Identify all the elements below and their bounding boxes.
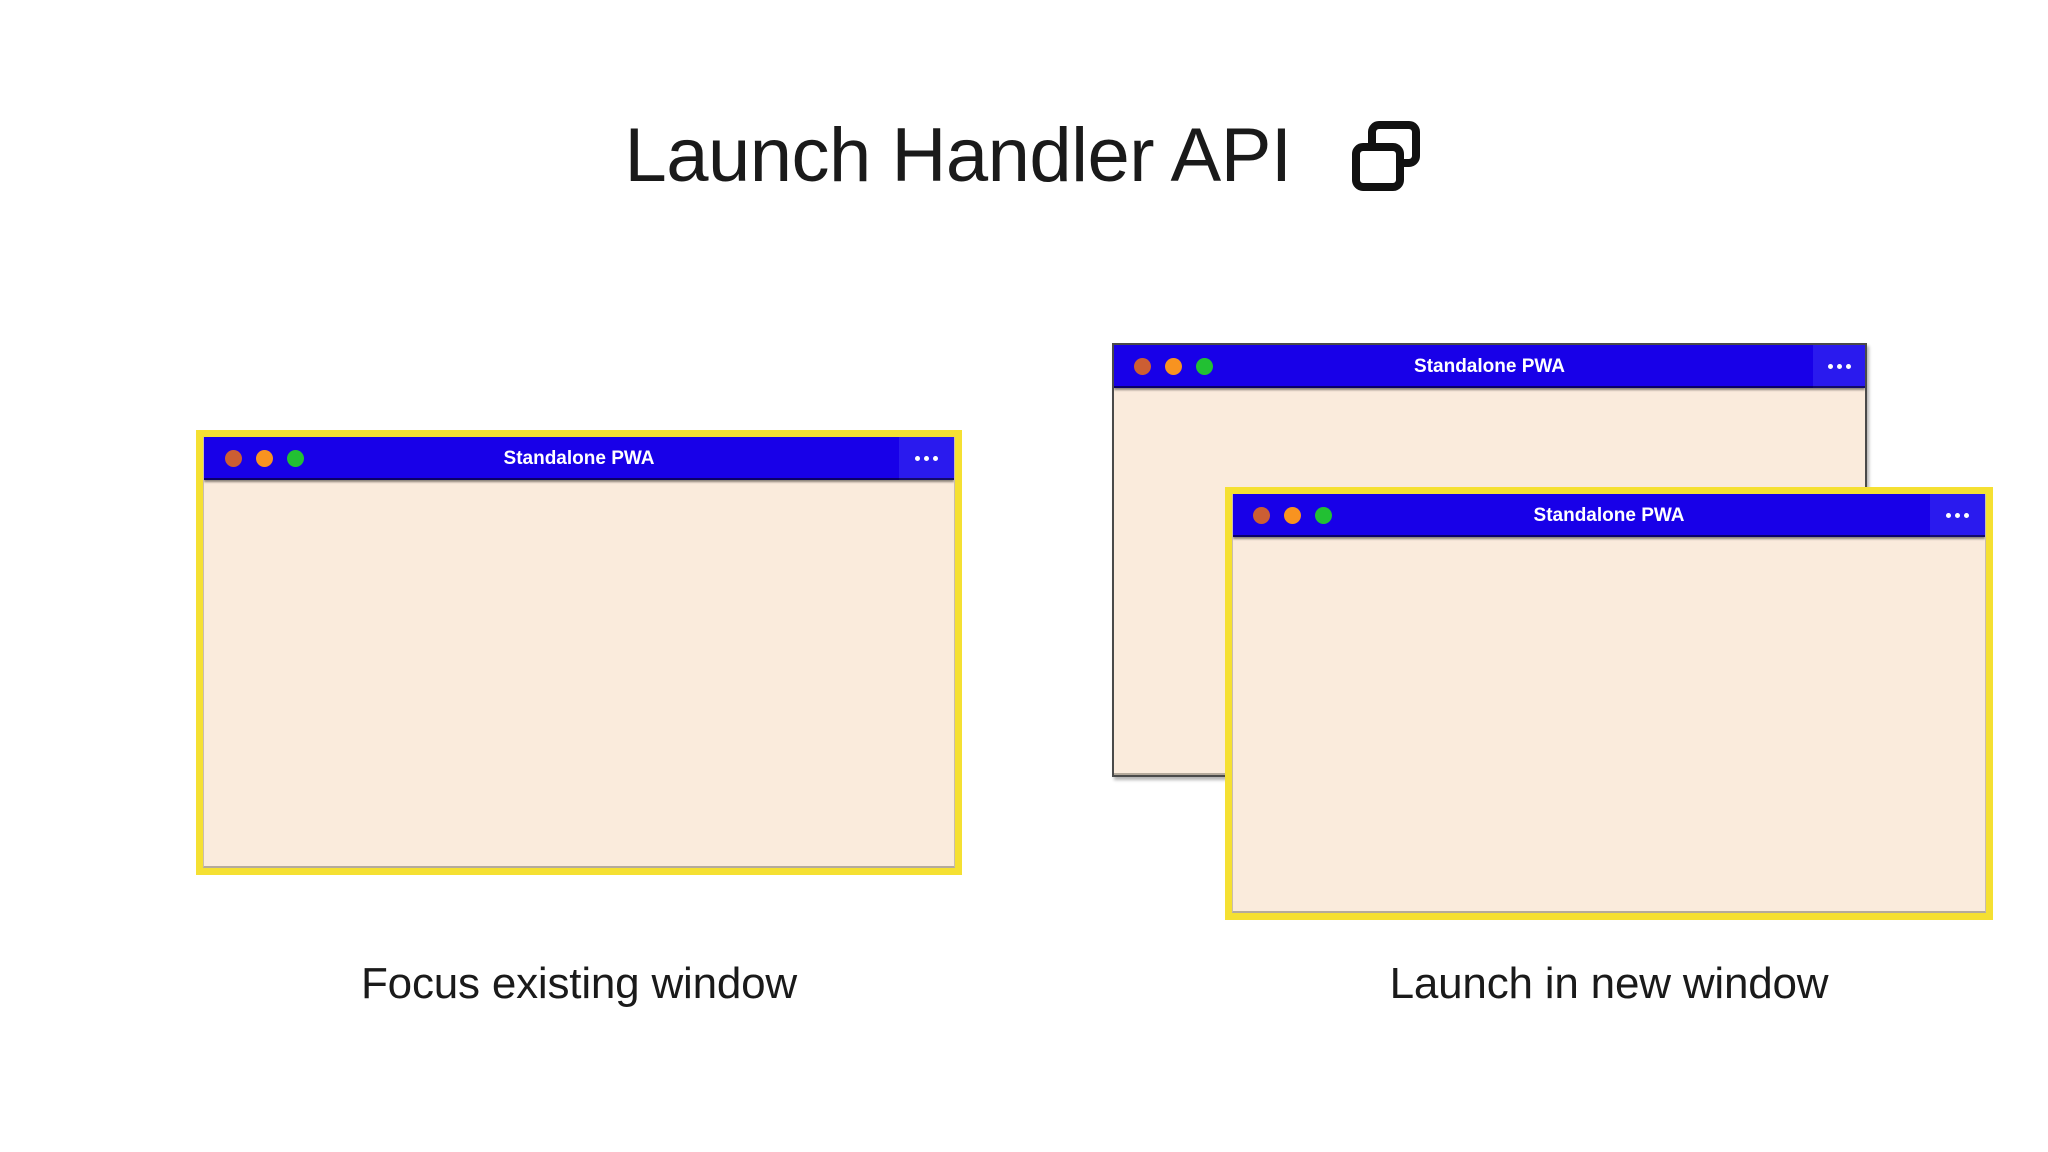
window-content-area: [1233, 537, 1985, 911]
menu-dot: [1946, 513, 1951, 518]
page-title: Launch Handler API: [624, 113, 1292, 198]
window-frame: Standalone PWA: [203, 437, 955, 868]
maximize-icon[interactable]: [287, 450, 304, 467]
multiple-windows-icon: [1351, 121, 1420, 191]
menu-dot: [924, 456, 929, 461]
caption-launch-in-new-window: Launch in new window: [1389, 959, 1829, 1008]
close-icon[interactable]: [1134, 358, 1151, 375]
pwa-window-new[interactable]: Standalone PWA: [1225, 487, 1993, 920]
window-frame: Standalone PWA: [1232, 494, 1986, 913]
window-titlebar[interactable]: Standalone PWA: [204, 437, 954, 480]
minimize-icon[interactable]: [256, 450, 273, 467]
menu-dot: [1827, 364, 1833, 369]
window-content-area: [204, 480, 954, 866]
menu-dot: [915, 456, 920, 461]
maximize-icon[interactable]: [1196, 358, 1213, 375]
caption-focus-existing-window: Focus existing window: [361, 959, 797, 1008]
window-title: Standalone PWA: [503, 447, 655, 469]
menu-dot: [1964, 513, 1969, 518]
menu-dot: [933, 456, 938, 461]
menu-dot: [1845, 364, 1851, 369]
overflow-menu-icon[interactable]: [1930, 494, 1985, 537]
minimize-icon[interactable]: [1165, 358, 1182, 375]
window-title: Standalone PWA: [1414, 355, 1565, 377]
traffic-lights: [1253, 507, 1332, 524]
pwa-window-focused[interactable]: Standalone PWA: [196, 430, 962, 875]
window-title: Standalone PWA: [1533, 504, 1685, 526]
minimize-icon[interactable]: [1284, 507, 1301, 524]
page-header: Launch Handler API: [0, 118, 2048, 194]
window-titlebar[interactable]: Standalone PWA: [1114, 345, 1865, 388]
close-icon[interactable]: [1253, 507, 1270, 524]
menu-dot: [1836, 364, 1842, 369]
window-titlebar[interactable]: Standalone PWA: [1233, 494, 1985, 537]
close-icon[interactable]: [225, 450, 242, 467]
overflow-menu-icon[interactable]: [1813, 345, 1865, 388]
maximize-icon[interactable]: [1315, 507, 1332, 524]
traffic-lights: [1134, 358, 1213, 375]
traffic-lights: [225, 450, 304, 467]
overflow-menu-icon[interactable]: [899, 437, 954, 480]
menu-dot: [1955, 513, 1960, 518]
